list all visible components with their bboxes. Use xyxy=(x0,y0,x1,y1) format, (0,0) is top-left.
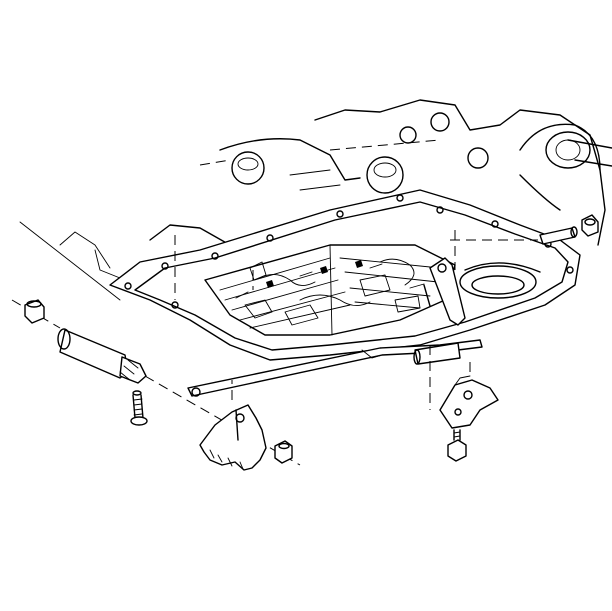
transmission-housing xyxy=(149,99,612,246)
bolt-right xyxy=(447,429,467,462)
nut-center xyxy=(274,440,293,464)
case-edge-lower xyxy=(94,249,121,279)
shift-linkage-rod xyxy=(187,339,483,397)
valve-body xyxy=(204,244,456,336)
detent-lever-bracket xyxy=(199,380,267,471)
case-edge xyxy=(59,231,111,269)
manual-valve-lever xyxy=(423,257,466,326)
bushing-right xyxy=(581,214,599,237)
alignment-lines xyxy=(174,230,456,410)
cable-bracket xyxy=(439,360,499,429)
reference-line xyxy=(19,221,121,301)
shaft-right xyxy=(450,226,578,245)
shaft-left xyxy=(11,299,301,466)
bolt-left xyxy=(130,390,148,426)
filter-ring xyxy=(459,262,541,299)
bushing-left xyxy=(24,299,45,324)
